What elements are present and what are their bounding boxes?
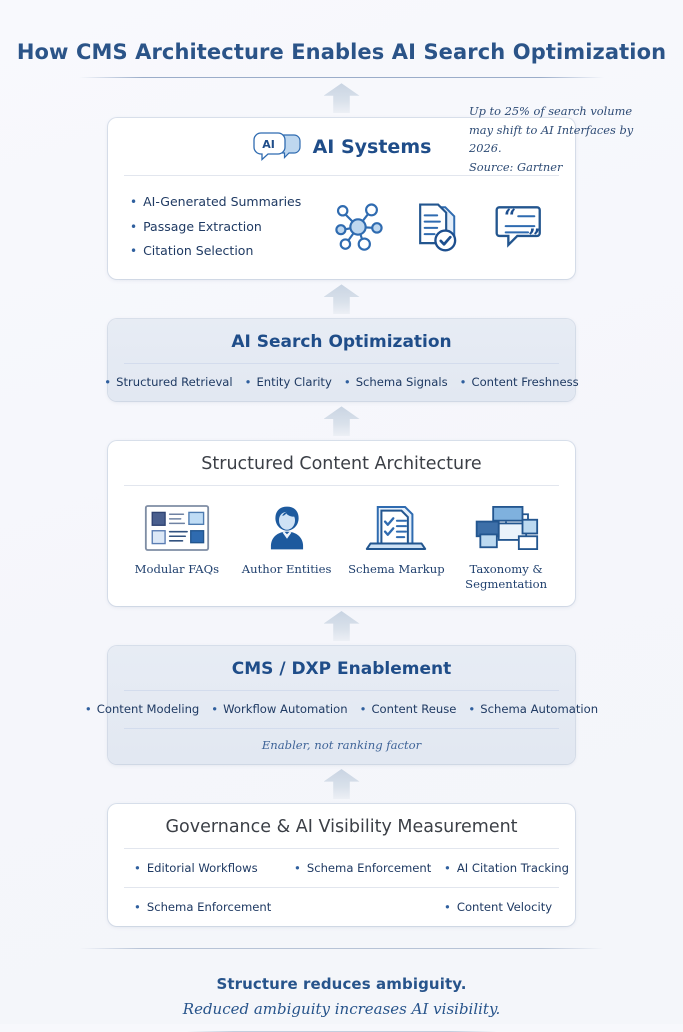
icon-cell-modular-faqs: Modular FAQs [125,500,229,577]
svg-text:AI: AI [262,138,275,151]
bullet-dot-icon: • [211,702,219,717]
list-item: •Content Velocity [444,900,553,915]
arrow-up-to-governance [323,769,360,800]
footer-divider-top [79,948,604,950]
ai-chat-bubbles-icon: AI [252,132,301,162]
list-item: •Entity Clarity [244,375,332,390]
governance-heading: Governance & AI Visibility Measurement [165,817,518,838]
hierarchy-tree-icon [475,506,539,551]
list-item: •Content Modeling [84,702,200,717]
icon-label: Schema Markup [348,562,445,577]
list-item: •Editorial Workflows [134,861,258,876]
list-item: •AI Citation Tracking [444,861,570,876]
footer-line-1: Structure reduces ambiguity. [216,975,467,994]
gartner-note-line-1: Up to 25% of search volume [469,104,633,118]
list-item: •Schema Signals [343,375,448,390]
card-cms-dxp-enablement: CMS / DXP Enablement •Content Modeling •… [85,646,598,765]
structured-content-divider [124,485,559,487]
cms-dxp-divider-bottom [124,728,559,730]
governance-row-1: •Editorial Workflows •Schema Enforcement… [108,849,575,887]
svg-text:“: “ [504,205,516,230]
gartner-note-source: Source: Gartner [469,159,563,174]
cms-dxp-header: CMS / DXP Enablement [108,646,575,690]
bullet-dot-icon: • [134,900,141,915]
ai-systems-header: AI AI Systems [108,118,575,175]
ai-systems-bullet-list: •AI-Generated Summaries •Passage Extract… [130,190,301,263]
governance-divider-top [124,848,559,850]
person-avatar-icon [270,506,303,550]
bullet-dot-icon: • [444,900,451,915]
card-ai-systems: AI AI Systems •AI-Generated Summaries •P… [108,118,575,280]
network-nodes-icon [334,203,383,251]
footer-line-2: Reduced ambiguity increases AI visibilit… [182,1000,501,1019]
laptop-checklist-icon [366,506,427,551]
bullet-dot-icon: • [130,219,138,234]
list-item: •Schema Automation [468,702,599,717]
list-item: •Structured Retrieval [104,375,233,390]
icon-cell-taxonomy-segmentation: Taxonomy & Segmentation [454,500,558,592]
governance-header: Governance & AI Visibility Measurement [108,804,575,848]
ai-search-optimization-heading: AI Search Optimization [231,332,452,353]
bullet-dot-icon: • [130,243,138,258]
structured-content-icon-row: Modular FAQs Author Entities [108,486,575,606]
bullet-dot-icon: • [359,702,367,717]
bullet-dot-icon: • [294,861,301,876]
page-title-section: How CMS Architecture Enables AI Search O… [0,0,683,79]
document-verified-icon [419,203,457,252]
cms-dxp-heading: CMS / DXP Enablement [231,659,452,680]
card-ai-search-optimization: AI Search Optimization •Structured Retri… [104,319,579,402]
arrow-up-to-ai-systems [323,83,360,114]
ai-systems-divider [124,175,559,177]
quote-bubble-icon: “ ” [495,205,541,250]
bullet-dot-icon: • [444,861,451,876]
ai-search-optimization-header: AI Search Optimization [108,319,575,363]
list-item: •Workflow Automation [211,702,348,717]
icon-label: Modular FAQs [134,562,220,577]
ai-systems-heading: AI Systems [312,136,432,159]
governance-row-2: •Schema Enforcement •Content Velocity [108,888,575,926]
page-title: How CMS Architecture Enables AI Search O… [16,40,667,64]
bullet-dot-icon: • [130,195,138,210]
list-item: •Schema Enforcement [294,861,432,876]
icon-cell-author-entities: Author Entities [235,500,339,577]
ai-search-optimization-divider [124,363,559,365]
card-governance: Governance & AI Visibility Measurement •… [108,804,575,927]
ai-systems-body: •AI-Generated Summaries •Passage Extract… [108,176,575,279]
bullet-dot-icon: • [459,375,467,390]
icon-label: Author Entities [241,562,332,577]
footer-section: Structure reduces ambiguity. Reduced amb… [0,949,683,1032]
arrow-up-to-structured-content [323,406,360,437]
arrow-up-to-cms-dxp [323,611,360,642]
structured-content-heading: Structured Content Architecture [201,454,482,475]
svg-text:”: ” [528,225,540,250]
gartner-annotation: Up to 25% of search volume may shift to … [469,102,669,176]
gartner-note-line-2: may shift to AI Interfaces by 2026. [469,122,634,156]
bullet-dot-icon: • [104,375,112,390]
bullet-dot-icon: • [134,861,141,876]
ai-systems-icon-group: “ ” [311,200,557,254]
bullet-dot-icon: • [468,702,476,717]
bullet-dot-icon: • [244,375,252,390]
bullet-dot-icon: • [84,702,92,717]
cms-dxp-divider-top [124,690,559,692]
icon-cell-schema-markup: Schema Markup [344,500,448,577]
list-item: •Schema Enforcement [134,900,272,915]
card-structured-content-architecture: Structured Content Architecture [108,441,575,607]
ai-search-optimization-items: •Structured Retrieval •Entity Clarity •S… [104,364,578,401]
structured-content-header: Structured Content Architecture [108,441,575,485]
arrow-up-to-ai-search-optimization [323,284,360,315]
title-divider [79,77,604,79]
governance-divider-middle [124,887,559,889]
list-item: •Content Freshness [459,375,579,390]
layout-blocks-icon [144,505,209,552]
cms-dxp-items: •Content Modeling •Workflow Automation •… [85,691,598,728]
list-item: •Content Reuse [359,702,457,717]
list-item: •Passage Extraction [130,218,262,234]
icon-label: Taxonomy & Segmentation [465,562,548,592]
cms-dxp-note: Enabler, not ranking factor [261,738,422,753]
list-item: •AI-Generated Summaries [130,194,302,210]
bullet-dot-icon: • [343,375,351,390]
list-item: •Citation Selection [130,242,254,258]
